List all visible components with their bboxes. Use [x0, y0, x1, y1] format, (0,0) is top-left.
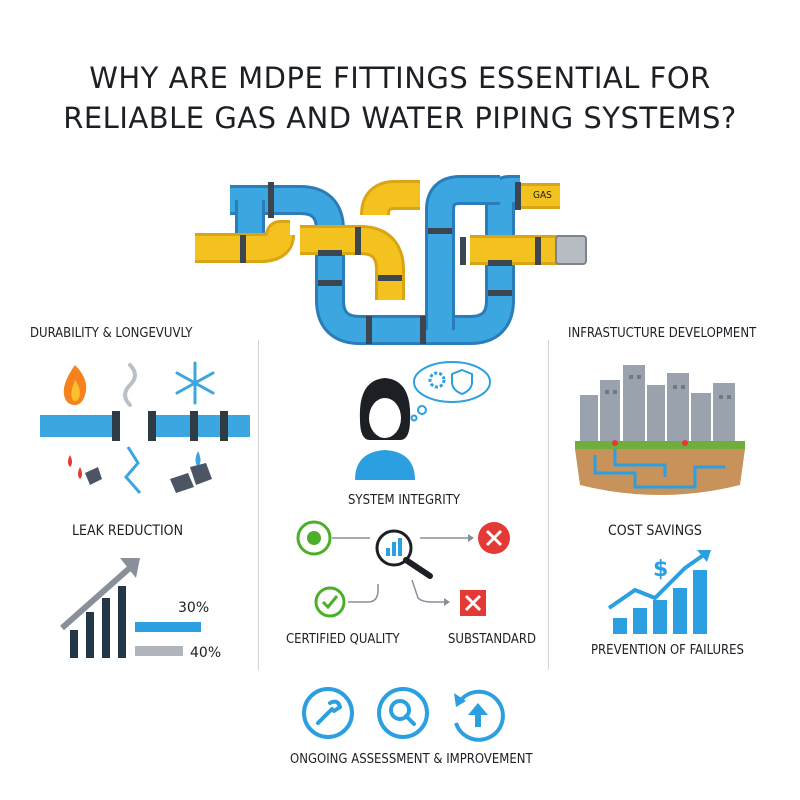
leak-bar-2-label: 40% [190, 645, 222, 661]
leak-bar-1 [135, 622, 201, 632]
system-integrity-label: SYSTEM INTEGRITY [348, 493, 460, 508]
quality-flow-diagram [296, 520, 510, 618]
substandard-label: SUBSTANDARD [448, 632, 536, 647]
city-infrastructure-illustration [575, 365, 745, 495]
leak-bar-2 [135, 646, 183, 656]
reject-square-icon [460, 590, 486, 616]
snowflake-icon [175, 361, 215, 405]
magnifier-chart-icon [375, 529, 433, 579]
check-icon [314, 586, 346, 618]
thought-cloud-icon [410, 361, 491, 422]
flame-icon [63, 365, 87, 405]
magnifier-icon [377, 687, 429, 739]
prevention-label: PREVENTION OF FAILURES [591, 643, 744, 658]
rocks-icon [85, 463, 212, 493]
durability-label: DURABILITY & LONGEVUVLY [30, 326, 193, 341]
cost-savings-chart-icon: $ [607, 550, 711, 634]
durability-illustration [40, 361, 250, 494]
page-title: WHY ARE MDPE FITTINGS ESSENTIAL FOR RELI… [0, 58, 800, 138]
cost-savings-label: COST SAVINGS [608, 523, 702, 539]
drops-icon [68, 446, 201, 494]
smoke-icon [123, 363, 137, 407]
dollar-icon: $ [653, 557, 668, 582]
certified-quality-label: CERTIFIED QUALITY [286, 632, 400, 647]
leak-reduction-chart-icon [60, 558, 201, 658]
title-line-1: WHY ARE MDPE FITTINGS ESSENTIAL FOR [89, 61, 711, 95]
infrastructure-label: INFRASTUCTURE DEVELOPMENT [568, 326, 757, 341]
wrench-icon [302, 687, 354, 739]
title-line-2: RELIABLE GAS AND WATER PIPING SYSTEMS? [63, 101, 737, 135]
ongoing-assessment-label: ONGOING ASSESSMENT & IMPROVEMENT [290, 752, 533, 767]
reject-circle-icon [478, 522, 510, 554]
leak-reduction-label: LEAK REDUCTION [72, 523, 184, 539]
refresh-upload-icon [454, 689, 505, 742]
shield-icon [451, 368, 473, 396]
gear-icon [428, 371, 446, 389]
divider-left [258, 340, 259, 670]
engineer-thinking-illustration [355, 361, 491, 480]
leak-bar-1-label: 30% [178, 600, 210, 616]
person-avatar [355, 378, 415, 480]
divider-right [548, 340, 549, 670]
ongoing-assessment-icons [302, 687, 505, 742]
certified-gear-icon [296, 520, 332, 556]
pipe-gas-tag: GAS [533, 190, 552, 201]
